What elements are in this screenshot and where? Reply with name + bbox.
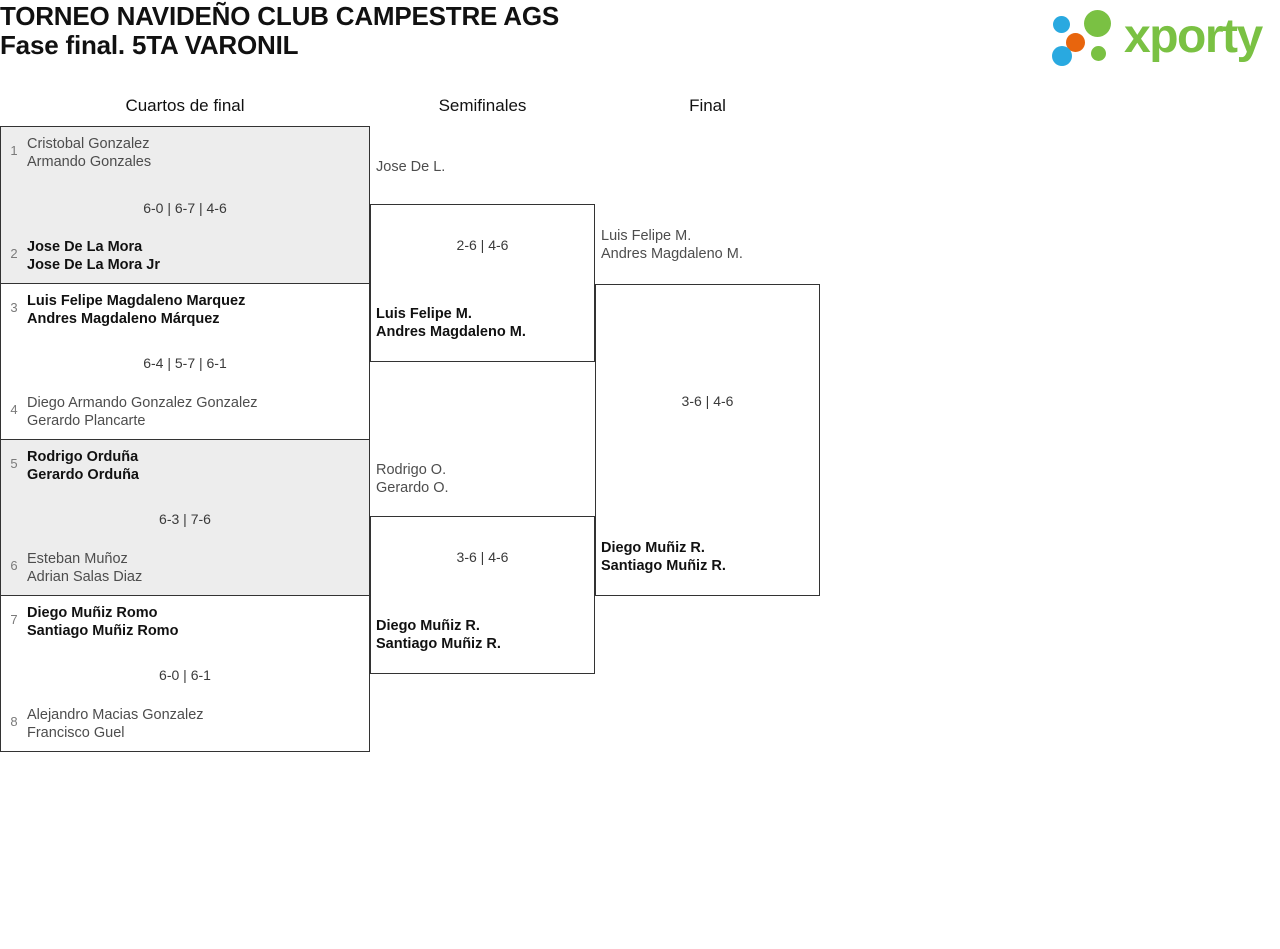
player-names: Jose De La Mora Jose De La Mora Jr (27, 238, 369, 274)
tournament-title-block: TORNEO NAVIDEÑO CLUB CAMPESTRE AGS Fase … (0, 1, 559, 61)
match-sf-1[interactable] (370, 204, 595, 362)
match-slot-bottom[interactable]: 6 Esteban Muñoz Adrian Salas Diaz (1, 550, 369, 586)
player-name-2: Andres Magdaleno M. (601, 246, 743, 262)
connector-sf2-to-final (594, 596, 595, 674)
seed-number: 8 (10, 714, 18, 729)
player-names: Rodrigo Orduña Gerardo Orduña (27, 448, 369, 484)
player-name-1: Rodrigo O. (376, 462, 447, 478)
match-sf-1-slot-top[interactable]: Jose De L. (376, 158, 445, 176)
player-name-1: Jose De La Mora (27, 239, 143, 255)
match-final-slot-bottom[interactable]: Diego Muñiz R. Santiago Muñiz R. (601, 539, 726, 575)
player-name-2: Andres Magdaleno M. (376, 324, 526, 340)
player-name-2: Armando Gonzales (27, 154, 152, 170)
round-header-final: Final (689, 96, 726, 115)
player-name-1: Luis Felipe M. (601, 228, 692, 244)
player-name-1: Luis Felipe Magdaleno Marquez (27, 293, 246, 309)
player-name-2: Jose De La Mora Jr (27, 257, 160, 273)
match-slot-top[interactable]: 3 Luis Felipe Magdaleno Marquez Andres M… (1, 292, 369, 328)
player-name-2: Santiago Muñiz Romo (27, 623, 179, 639)
match-slot-bottom[interactable]: 2 Jose De La Mora Jose De La Mora Jr (1, 238, 369, 274)
tournament-phase: Fase final. 5TA VARONIL (0, 30, 299, 61)
match-sf-1-score: 2-6 | 4-6 (456, 237, 509, 253)
seed-number: 2 (10, 246, 18, 261)
connector-sf1-to-final (594, 204, 595, 284)
seed-number: 5 (10, 456, 18, 471)
seed-number: 6 (10, 558, 18, 573)
match-final-score: 3-6 | 4-6 (681, 393, 734, 409)
logo-dots-icon (1050, 6, 1134, 68)
match-slot-top[interactable]: 1 Cristobal Gonzalez Armando Gonzales (1, 135, 369, 171)
player-name-1: Alejandro Macias Gonzalez (27, 707, 204, 723)
player-name-1: Diego Muñiz Romo (27, 605, 158, 621)
player-name-2: Gerardo Plancarte (27, 413, 146, 429)
logo-dot-green-small (1091, 46, 1106, 61)
match-sf-2-score: 3-6 | 4-6 (456, 549, 509, 565)
connector-qf1-to-sf1 (369, 126, 370, 204)
logo-wordmark: xporty (1124, 10, 1263, 63)
logo-dot-green-big (1084, 10, 1111, 37)
match-final[interactable] (595, 284, 820, 596)
tournament-name: TORNEO NAVIDEÑO CLUB CAMPESTRE AGS (0, 1, 559, 31)
match-sf-2-slot-top[interactable]: Rodrigo O. Gerardo O. (376, 461, 449, 497)
connector-qf3-to-sf2 (369, 440, 370, 516)
match-qf-4[interactable]: 7 Diego Muñiz Romo Santiago Muñiz Romo 6… (0, 596, 370, 752)
xporty-logo[interactable]: xporty (1050, 6, 1276, 68)
logo-dot-blue-bottom (1052, 46, 1072, 66)
player-name-1: Diego Armando Gonzalez Gonzalez (27, 395, 258, 411)
player-name-1: Diego Muñiz R. (376, 618, 480, 634)
match-sf-2-slot-bottom[interactable]: Diego Muñiz R. Santiago Muñiz R. (376, 617, 501, 653)
player-names: Esteban Muñoz Adrian Salas Diaz (27, 550, 369, 586)
match-slot-bottom[interactable]: 8 Alejandro Macias Gonzalez Francisco Gu… (1, 706, 369, 742)
logo-dot-blue-top (1053, 16, 1070, 33)
player-names: Diego Armando Gonzalez Gonzalez Gerardo … (27, 394, 369, 430)
match-slot-top[interactable]: 7 Diego Muñiz Romo Santiago Muñiz Romo (1, 604, 369, 640)
match-sf-2[interactable] (370, 516, 595, 674)
round-header-quarterfinals: Cuartos de final (125, 96, 245, 115)
match-score: 6-0 | 6-7 | 4-6 (143, 200, 227, 216)
player-name-2: Andres Magdaleno Márquez (27, 311, 220, 327)
match-score: 6-3 | 7-6 (159, 511, 211, 527)
player-name-2: Santiago Muñiz R. (376, 636, 501, 652)
player-name-1: Esteban Muñoz (27, 551, 128, 567)
player-name-2: Santiago Muñiz R. (601, 558, 726, 574)
match-slot-top[interactable]: 5 Rodrigo Orduña Gerardo Orduña (1, 448, 369, 484)
connector-qf2-to-sf1 (369, 362, 370, 440)
player-name-2: Gerardo Orduña (27, 467, 139, 483)
match-sf-1-slot-bottom[interactable]: Luis Felipe M. Andres Magdaleno M. (376, 305, 526, 341)
seed-number: 7 (10, 612, 18, 627)
match-score: 6-4 | 5-7 | 6-1 (143, 355, 227, 371)
player-name-1: Rodrigo Orduña (27, 449, 139, 465)
player-names: Diego Muñiz Romo Santiago Muñiz Romo (27, 604, 369, 640)
player-names: Cristobal Gonzalez Armando Gonzales (27, 135, 369, 171)
seed-number: 4 (10, 402, 18, 417)
player-names: Luis Felipe Magdaleno Marquez Andres Mag… (27, 292, 369, 328)
match-qf-1[interactable]: 1 Cristobal Gonzalez Armando Gonzales 6-… (0, 126, 370, 284)
seed-number: 3 (10, 300, 18, 315)
page-header: TORNEO NAVIDEÑO CLUB CAMPESTRE AGS Fase … (0, 0, 1280, 86)
player-names: Alejandro Macias Gonzalez Francisco Guel (27, 706, 369, 742)
logo-dot-orange (1066, 33, 1085, 52)
match-slot-bottom[interactable]: 4 Diego Armando Gonzalez Gonzalez Gerard… (1, 394, 369, 430)
player-name-2: Adrian Salas Diaz (27, 569, 143, 585)
round-header-semifinals: Semifinales (438, 96, 527, 115)
match-qf-2[interactable]: 3 Luis Felipe Magdaleno Marquez Andres M… (0, 284, 370, 440)
match-final-slot-top[interactable]: Luis Felipe M. Andres Magdaleno M. (601, 227, 743, 263)
player-name-2: Francisco Guel (27, 725, 125, 741)
player-name-2: Gerardo O. (376, 480, 449, 496)
player-name-1: Jose De L. (376, 159, 446, 175)
match-qf-3[interactable]: 5 Rodrigo Orduña Gerardo Orduña 6-3 | 7-… (0, 440, 370, 596)
match-score: 6-0 | 6-1 (159, 667, 211, 683)
player-name-1: Luis Felipe M. (376, 306, 472, 322)
player-name-1: Diego Muñiz R. (601, 540, 705, 556)
player-name-1: Cristobal Gonzalez (27, 136, 150, 152)
connector-qf4-to-sf2 (369, 674, 370, 752)
seed-number: 1 (10, 143, 18, 158)
